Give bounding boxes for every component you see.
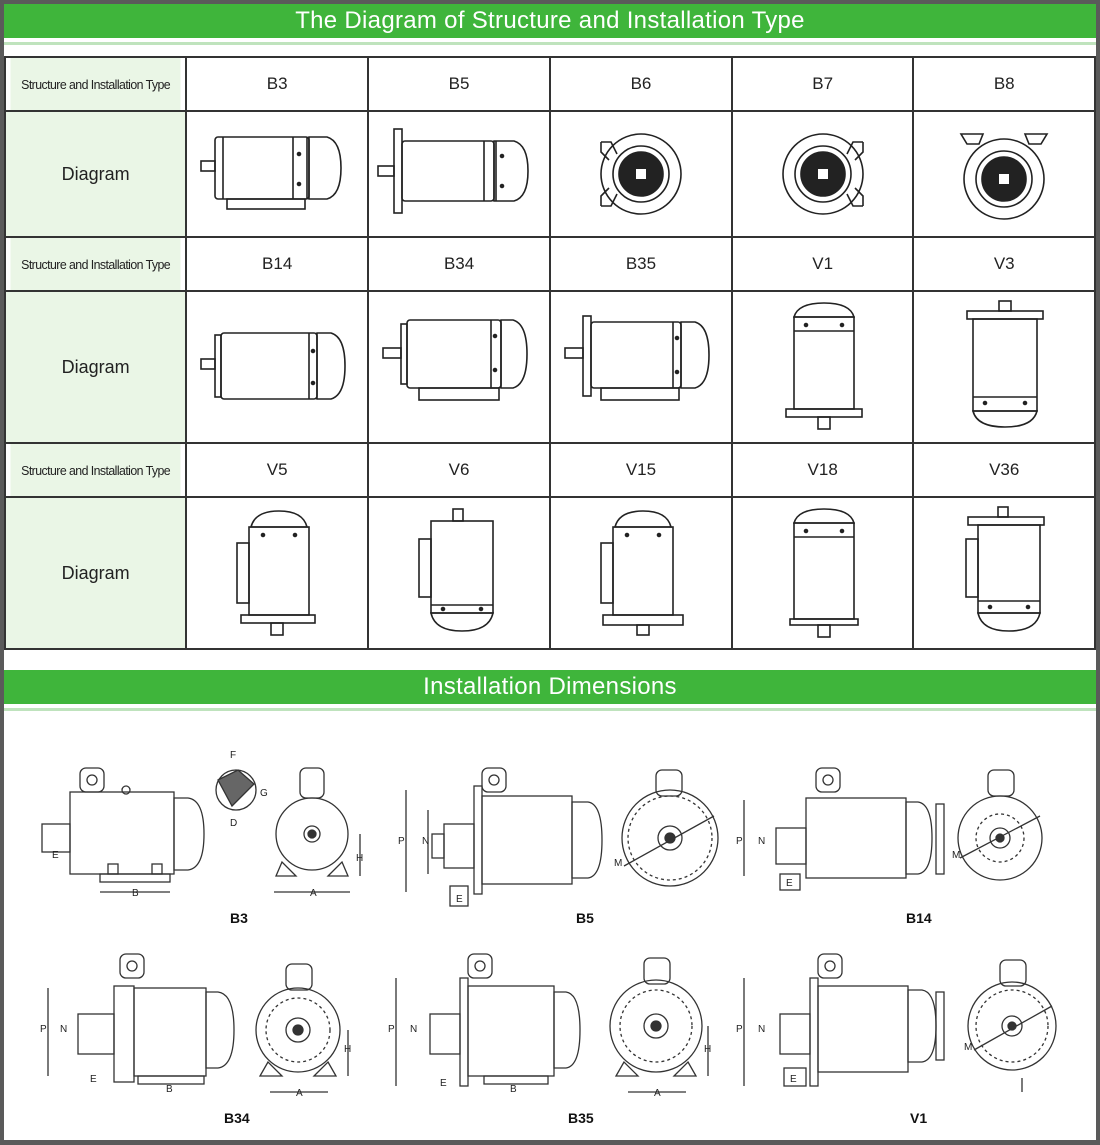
diagram-label: Diagram	[3, 290, 188, 444]
dim-letter: P	[388, 1024, 395, 1035]
dim-letter: E	[52, 850, 59, 861]
type-cell: B35	[549, 236, 733, 292]
caption-b35: B35	[568, 1110, 594, 1126]
type-cell: V5	[185, 442, 370, 498]
page-frame: The Diagram of Structure and Installatio…	[3, 4, 1096, 1140]
dim-letter: E	[456, 894, 463, 905]
motor-diagram-v15	[549, 496, 733, 650]
type-cell: B8	[912, 56, 1096, 112]
type-row: Structure and Installation Type V5 V6 V1…	[5, 442, 1096, 498]
dimension-drawing-b3: B E F G D A H	[41, 750, 363, 899]
diagram-row: Diagram	[3, 496, 1096, 650]
caption-v1: V1	[910, 1110, 928, 1126]
dim-letter: D	[230, 818, 237, 829]
motor-diagram-b6	[549, 110, 733, 238]
dim-letter: E	[90, 1074, 97, 1085]
motor-diagram-b7	[730, 110, 915, 238]
motor-diagram-v18	[730, 496, 915, 650]
caption-b3: B3	[230, 910, 248, 926]
dim-letter: M	[964, 1042, 972, 1053]
structure-banner: The Diagram of Structure and Installatio…	[4, 4, 1096, 42]
motor-diagram-v6	[367, 496, 552, 650]
type-cell: V6	[367, 442, 552, 498]
dim-letter: M	[614, 858, 622, 869]
dim-letter: P	[398, 836, 405, 847]
dim-letter: H	[356, 853, 363, 864]
diagram-label: Diagram	[3, 496, 188, 650]
type-cell: B34	[367, 236, 552, 292]
dim-letter: B	[132, 888, 139, 899]
dimension-drawings: B E F G D A H P N	[4, 716, 1096, 1140]
diagram-label: Diagram	[3, 110, 188, 238]
dimension-drawing-v1: P N E M	[736, 953, 1057, 1092]
type-cell: B14	[185, 236, 370, 292]
caption-b34: B34	[224, 1110, 250, 1126]
dim-letter: A	[310, 888, 317, 899]
diagram-row: Diagram	[3, 290, 1096, 444]
motor-diagram-b3	[185, 110, 370, 238]
structure-table: Structure and Installation Type B3 B5 B6…	[3, 56, 1096, 650]
type-cell: B7	[730, 56, 915, 112]
motor-diagram-v36	[912, 496, 1096, 650]
dimension-drawing-b34: P N B E A H	[40, 953, 351, 1099]
dim-letter: P	[736, 1024, 743, 1035]
dim-letter: H	[344, 1044, 351, 1055]
motor-diagram-b5	[367, 110, 552, 238]
row-label: Structure and Installation Type	[8, 442, 183, 498]
dim-letter: P	[736, 836, 743, 847]
dim-letter: A	[654, 1088, 661, 1099]
motor-diagram-v3	[912, 290, 1096, 444]
type-cell: V18	[730, 442, 915, 498]
diagram-row: Diagram	[3, 110, 1096, 238]
dimensions-banner: Installation Dimensions	[4, 670, 1096, 708]
dim-letter: N	[758, 1024, 765, 1035]
type-row: Structure and Installation Type B3 B5 B6…	[5, 56, 1096, 112]
type-cell: B5	[367, 56, 552, 112]
type-cell: V15	[549, 442, 733, 498]
dim-letter: H	[704, 1044, 711, 1055]
caption-b14: B14	[906, 910, 932, 926]
dim-letter: P	[40, 1024, 47, 1035]
dimension-drawing-b5: P N E M	[398, 767, 719, 907]
motor-diagram-b8	[912, 110, 1096, 238]
type-cell: V3	[912, 236, 1096, 292]
type-cell: B6	[549, 56, 733, 112]
dimension-drawing-b35: P N B E A H	[388, 953, 711, 1099]
dim-letter: G	[260, 788, 268, 799]
dim-letter: M	[952, 850, 960, 861]
dim-letter: N	[422, 836, 429, 847]
motor-diagram-v1	[730, 290, 915, 444]
motor-diagram-b34	[367, 290, 552, 444]
dim-letter: B	[510, 1084, 517, 1095]
motor-diagram-b14	[185, 290, 370, 444]
motor-diagram-b35	[549, 290, 733, 444]
dimension-drawing-b14: P N E M	[736, 767, 1043, 891]
dim-letter: B	[166, 1084, 173, 1095]
dim-letter: F	[230, 750, 236, 761]
dim-letter: E	[786, 878, 793, 889]
dim-letter: E	[440, 1078, 447, 1089]
type-row: Structure and Installation Type B14 B34 …	[5, 236, 1096, 292]
dim-letter: N	[60, 1024, 67, 1035]
type-cell: V1	[730, 236, 915, 292]
row-label: Structure and Installation Type	[8, 236, 183, 292]
caption-b5: B5	[576, 910, 594, 926]
motor-diagram-v5	[185, 496, 370, 650]
dim-letter: N	[758, 836, 765, 847]
row-label: Structure and Installation Type	[8, 56, 183, 112]
dim-letter: N	[410, 1024, 417, 1035]
type-cell: V36	[912, 442, 1096, 498]
type-cell: B3	[185, 56, 370, 112]
dim-letter: E	[790, 1074, 797, 1085]
dim-letter: A	[296, 1088, 303, 1099]
